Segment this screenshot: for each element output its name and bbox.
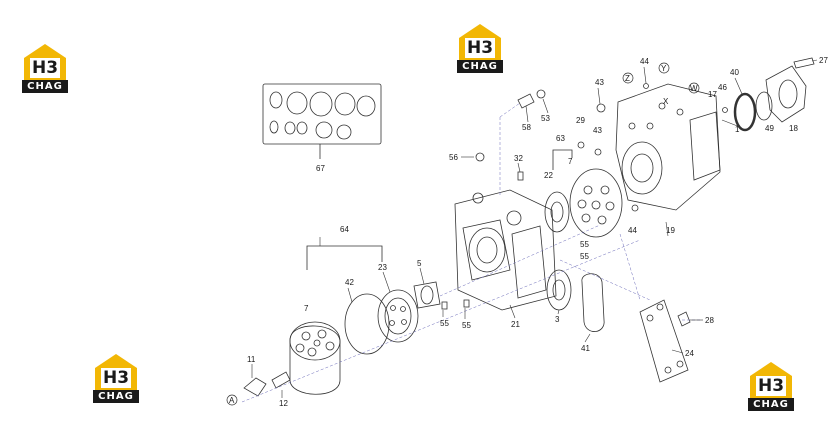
callout-42: 42 xyxy=(345,278,354,287)
nut xyxy=(536,89,546,99)
o-ring xyxy=(269,91,283,109)
callout-64: 64 xyxy=(340,225,349,234)
callout-19: 19 xyxy=(666,226,675,235)
callout-24: 24 xyxy=(685,349,694,358)
view-marker-a xyxy=(226,394,238,406)
o-ring xyxy=(334,92,356,116)
swash-plate xyxy=(377,289,419,343)
cylinder-block xyxy=(289,325,341,395)
callout-22: 22 xyxy=(544,171,553,180)
callout-43: 43 xyxy=(595,78,604,87)
eye-bolt xyxy=(475,152,485,162)
kit-bracket xyxy=(306,245,383,270)
brand-logo: H3 CHAG xyxy=(22,42,68,94)
callout-29: 29 xyxy=(576,116,585,125)
logo-mark: H3 xyxy=(30,58,60,78)
callout-23: 23 xyxy=(378,263,387,272)
pin xyxy=(463,299,470,308)
flange xyxy=(765,65,807,123)
callout-1: 1 xyxy=(735,125,740,134)
callout-X: X xyxy=(663,97,669,106)
callout-3: 3 xyxy=(555,315,560,324)
callout-43: 43 xyxy=(593,126,602,135)
callout-32: 32 xyxy=(514,154,523,163)
callout-7: 7 xyxy=(304,304,309,313)
seal-ring-49 xyxy=(755,91,773,121)
callout-41: 41 xyxy=(581,344,590,353)
o-ring xyxy=(286,91,308,115)
snap-ring xyxy=(733,92,757,132)
o-ring xyxy=(336,124,352,140)
callout-12: 12 xyxy=(279,399,288,408)
bearing xyxy=(413,281,441,309)
o-ring xyxy=(315,121,333,139)
view-marker-z xyxy=(622,72,634,84)
spring-pin xyxy=(271,371,291,389)
pin xyxy=(441,301,448,310)
callout-17: 17 xyxy=(708,90,717,99)
cover-plate xyxy=(639,299,689,383)
o-ring xyxy=(356,95,376,117)
logo-mark: H3 xyxy=(101,368,131,388)
callout-27: 27 xyxy=(819,56,828,65)
callout-55: 55 xyxy=(462,321,471,330)
callout-55: 55 xyxy=(580,252,589,261)
callout-67: 67 xyxy=(316,164,325,173)
logo-mark: H3 xyxy=(465,38,495,58)
callout-18: 18 xyxy=(789,124,798,133)
callout-63: 63 xyxy=(556,134,565,143)
view-marker-w xyxy=(688,82,700,94)
view-marker-y xyxy=(658,62,670,74)
callout-49: 49 xyxy=(765,124,774,133)
brand-logo: H3 CHAG xyxy=(457,22,503,74)
logo-mark: H3 xyxy=(756,376,786,396)
o-ring xyxy=(296,121,308,135)
callout-44: 44 xyxy=(640,57,649,66)
callout-53: 53 xyxy=(541,114,550,123)
seal-kit-box xyxy=(262,83,382,145)
callout-55: 55 xyxy=(440,319,449,328)
seal-ring xyxy=(581,273,605,332)
o-ring xyxy=(284,121,296,135)
brand-logo: H3 CHAG xyxy=(93,352,139,404)
plate xyxy=(544,191,570,233)
callout-11: 11 xyxy=(247,355,256,364)
callout-28: 28 xyxy=(705,316,714,325)
o-ring xyxy=(309,91,333,117)
logo-band: CHAG xyxy=(457,60,503,73)
callout-44: 44 xyxy=(628,226,637,235)
callout-Y: Y xyxy=(661,64,667,73)
bolt xyxy=(677,311,691,327)
callout-40: 40 xyxy=(730,68,739,77)
callout-A: A xyxy=(229,396,235,405)
callout-21: 21 xyxy=(511,320,520,329)
callout-58: 58 xyxy=(522,123,531,132)
logo-band: CHAG xyxy=(748,398,794,411)
callout-55: 55 xyxy=(580,240,589,249)
spring xyxy=(517,93,535,109)
callout-Z: Z xyxy=(625,74,630,83)
o-ring xyxy=(269,120,279,134)
valve-plate xyxy=(344,293,390,355)
regulator-housing xyxy=(615,83,721,211)
logo-band: CHAG xyxy=(22,80,68,93)
bolt-27 xyxy=(793,57,815,69)
callout-7: 7 xyxy=(568,157,573,166)
callout-56: 56 xyxy=(449,153,458,162)
callout-46: 46 xyxy=(718,83,727,92)
brand-logo: H3 CHAG xyxy=(748,360,794,412)
callout-W: W xyxy=(690,84,698,93)
cylinder-block-right xyxy=(569,168,623,238)
pump-housing xyxy=(454,189,557,311)
gear xyxy=(546,269,572,311)
plug xyxy=(243,377,267,397)
callout-5: 5 xyxy=(417,259,422,268)
logo-band: CHAG xyxy=(93,390,139,403)
